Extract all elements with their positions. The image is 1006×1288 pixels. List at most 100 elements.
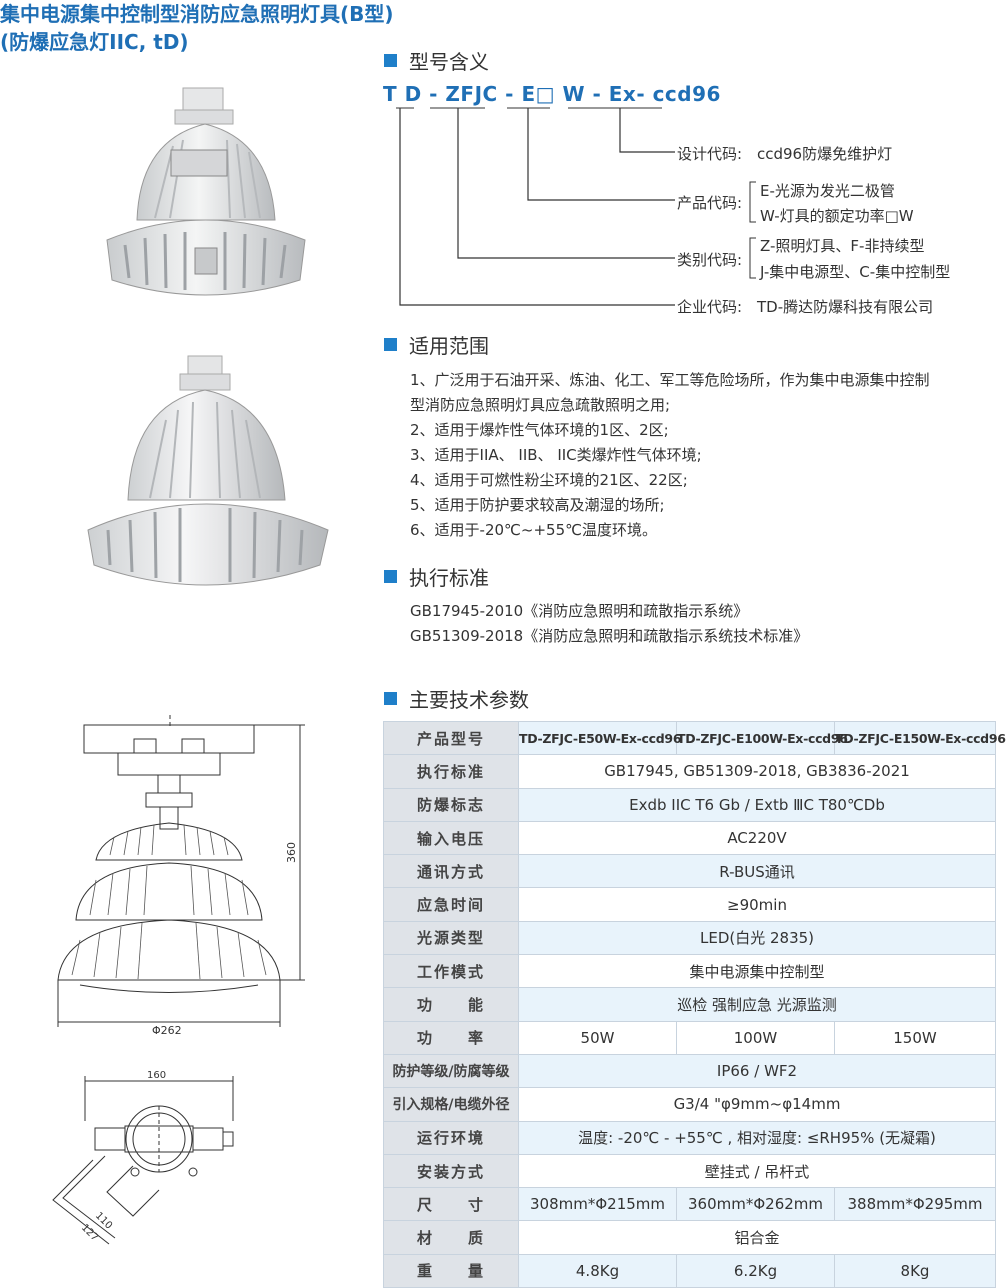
section-scope: 适用范围 xyxy=(384,330,489,359)
table-row: 功 率 50W 100W 150W xyxy=(383,1020,996,1055)
row-label: 通讯方式 xyxy=(383,854,519,889)
bracket-icon xyxy=(749,181,756,223)
table-row: 引入规格/电缆外径 G3/4 "φ9mm~φ14mm xyxy=(383,1087,996,1122)
dimension-110: 110 xyxy=(93,1210,114,1231)
product-photo-front xyxy=(106,87,306,296)
table-row: 尺 寸 308mm*Φ215mm 360mm*Φ262mm 388mm*Φ295… xyxy=(383,1187,996,1222)
page-title: 集中电源集中控制型消防应急照明灯具(B型) (防爆应急灯IIC, tD) xyxy=(0,0,394,56)
section-standards: 执行标准 xyxy=(384,562,489,591)
row-label: 安装方式 xyxy=(383,1153,519,1189)
params-table: 产品型号 TD-ZFJC-E50W-Ex-ccd96 TD-ZFJC-E100W… xyxy=(383,720,1006,1288)
company-code-label: 企业代码: xyxy=(677,298,743,316)
row-label: 工作模式 xyxy=(383,954,519,989)
category-code-text-1: Z-照明灯具、F-非持续型 xyxy=(760,237,925,255)
section-heading: 型号含义 xyxy=(409,50,489,74)
product-code-text-1: E-光源为发光二极管 xyxy=(760,182,895,200)
cell-value: 4.8Kg xyxy=(518,1253,677,1288)
cell-value: 集中电源集中控制型 xyxy=(518,954,996,989)
scope-line: 3、适用于IIA、 IIB、 IIC类爆炸性气体环境; xyxy=(410,446,702,464)
cell-value: 150W xyxy=(834,1020,996,1055)
title-line-1: 集中电源集中控制型消防应急照明灯具(B型) xyxy=(0,2,394,26)
table-row: 应急时间 ≥90min xyxy=(383,887,996,922)
table-row: 防护等级/防腐等级 IP66 / WF2 xyxy=(383,1053,996,1089)
scope-list: 1、广泛用于石油开采、炼油、化工、军工等危险场所，作为集中电源集中控制 型消防应… xyxy=(410,368,930,543)
cell-value: Exdb IIC T6 Gb / Extb ⅢC T80℃Db xyxy=(518,787,996,822)
section-model-meaning: 型号含义 xyxy=(384,46,489,75)
cell-value: G3/4 "φ9mm~φ14mm xyxy=(518,1087,996,1122)
side-view-drawing: 360 Φ262 xyxy=(57,715,305,1037)
table-row: 防爆标志 Exdb IIC T6 Gb / Extb ⅢC T80℃Db xyxy=(383,787,996,822)
title-line-2: (防爆应急灯IIC, tD) xyxy=(0,30,189,54)
cell-value: ≥90min xyxy=(518,887,996,922)
table-row: 光源类型 LED(白光 2835) xyxy=(383,920,996,956)
square-bullet-icon xyxy=(384,54,397,67)
row-label: 尺 寸 xyxy=(383,1187,519,1222)
cell-value: IP66 / WF2 xyxy=(518,1053,996,1089)
section-heading: 执行标准 xyxy=(409,566,489,590)
table-row: 功 能 巡检 强制应急 光源监测 xyxy=(383,987,996,1022)
category-code-text-2: J-集中电源型、C-集中控制型 xyxy=(760,263,951,281)
dimension-127: 127 xyxy=(79,1222,100,1243)
section-params: 主要技术参数 xyxy=(384,684,529,713)
top-view-drawing: 160 110 127 xyxy=(52,1070,234,1245)
row-label: 材 质 xyxy=(383,1220,519,1255)
bracket-icon xyxy=(749,237,756,279)
standard-line: GB51309-2018《消防应急照明和疏散指示系统技术标准》 xyxy=(410,627,809,645)
scope-line: 型消防应急照明灯具应急疏散照明之用; xyxy=(410,396,671,414)
table-row: 产品型号 TD-ZFJC-E50W-Ex-ccd96 TD-ZFJC-E100W… xyxy=(383,720,1006,756)
cell-value: 巡检 强制应急 光源监测 xyxy=(518,987,996,1022)
section-heading: 主要技术参数 xyxy=(409,688,529,712)
cell-value: 50W xyxy=(518,1020,677,1055)
table-row: 运行环境 温度: -20℃ - +55℃ , 相对湿度: ≤RH95% (无凝霜… xyxy=(383,1120,996,1155)
table-row: 输入电压 AC220V xyxy=(383,820,996,856)
table-row: 工作模式 集中电源集中控制型 xyxy=(383,954,996,989)
top-width-dimension: 160 xyxy=(147,1070,166,1081)
cell-value: 100W xyxy=(676,1020,835,1055)
table-row: 重 量 4.8Kg 6.2Kg 8Kg xyxy=(383,1253,996,1288)
design-code-text: ccd96防爆免维护灯 xyxy=(757,145,893,163)
row-label: 引入规格/电缆外径 xyxy=(383,1087,519,1122)
product-photo-angle xyxy=(87,355,329,586)
cell-value: LED(白光 2835) xyxy=(518,920,996,956)
row-label: 应急时间 xyxy=(383,887,519,922)
cell-value: 388mm*Φ295mm xyxy=(834,1187,996,1222)
table-row: 安装方式 壁挂式 / 吊杆式 xyxy=(383,1153,996,1189)
cell-value: 温度: -20℃ - +55℃ , 相对湿度: ≤RH95% (无凝霜) xyxy=(518,1120,996,1155)
category-code-label: 类别代码: xyxy=(677,251,743,269)
row-label: 防爆标志 xyxy=(383,787,519,822)
row-label: 重 量 xyxy=(383,1253,519,1288)
row-label: 产品型号 xyxy=(383,720,519,756)
standards-list: GB17945-2010《消防应急照明和疏散指示系统》 GB51309-2018… xyxy=(410,599,808,649)
cell-value: TD-ZFJC-E50W-Ex-ccd96 xyxy=(518,720,682,756)
table-row: 通讯方式 R-BUS通讯 xyxy=(383,854,996,889)
scope-line: 1、广泛用于石油开采、炼油、化工、军工等危险场所，作为集中电源集中控制 xyxy=(410,371,930,389)
row-label: 运行环境 xyxy=(383,1120,519,1155)
square-bullet-icon xyxy=(384,692,397,705)
height-dimension: 360 xyxy=(285,842,298,863)
model-code: T D - ZFJC - E□ W - Ex- ccd96 xyxy=(383,82,721,106)
cell-value: 8Kg xyxy=(834,1253,996,1288)
row-label: 执行标准 xyxy=(383,754,519,789)
row-label: 光源类型 xyxy=(383,920,519,956)
cell-value: 铝合金 xyxy=(518,1220,996,1255)
table-row: 执行标准 GB17945, GB51309-2018, GB3836-2021 xyxy=(383,754,996,789)
row-label: 功 能 xyxy=(383,987,519,1022)
scope-line: 4、适用于可燃性粉尘环境的21区、22区; xyxy=(410,471,688,489)
cell-value: TD-ZFJC-E150W-Ex-ccd96 xyxy=(834,720,1006,756)
model-code-connector-lines xyxy=(396,107,675,306)
cell-value: 壁挂式 / 吊杆式 xyxy=(518,1153,996,1189)
section-heading: 适用范围 xyxy=(409,334,489,358)
scope-line: 6、适用于-20℃~+55℃温度环境。 xyxy=(410,521,657,539)
cell-value: TD-ZFJC-E100W-Ex-ccd96 xyxy=(676,720,848,756)
standard-line: GB17945-2010《消防应急照明和疏散指示系统》 xyxy=(410,602,749,620)
row-label: 防护等级/防腐等级 xyxy=(383,1053,519,1089)
cell-value: 6.2Kg xyxy=(676,1253,835,1288)
scope-line: 2、适用于爆炸性气体环境的1区、2区; xyxy=(410,421,669,439)
company-code-text: TD-腾达防爆科技有限公司 xyxy=(757,298,934,316)
square-bullet-icon xyxy=(384,338,397,351)
product-code-label: 产品代码: xyxy=(677,194,743,212)
table-row: 材 质 铝合金 xyxy=(383,1220,996,1255)
cell-value: 360mm*Φ262mm xyxy=(676,1187,835,1222)
cell-value: AC220V xyxy=(518,820,996,856)
design-code-label: 设计代码: xyxy=(677,145,743,163)
